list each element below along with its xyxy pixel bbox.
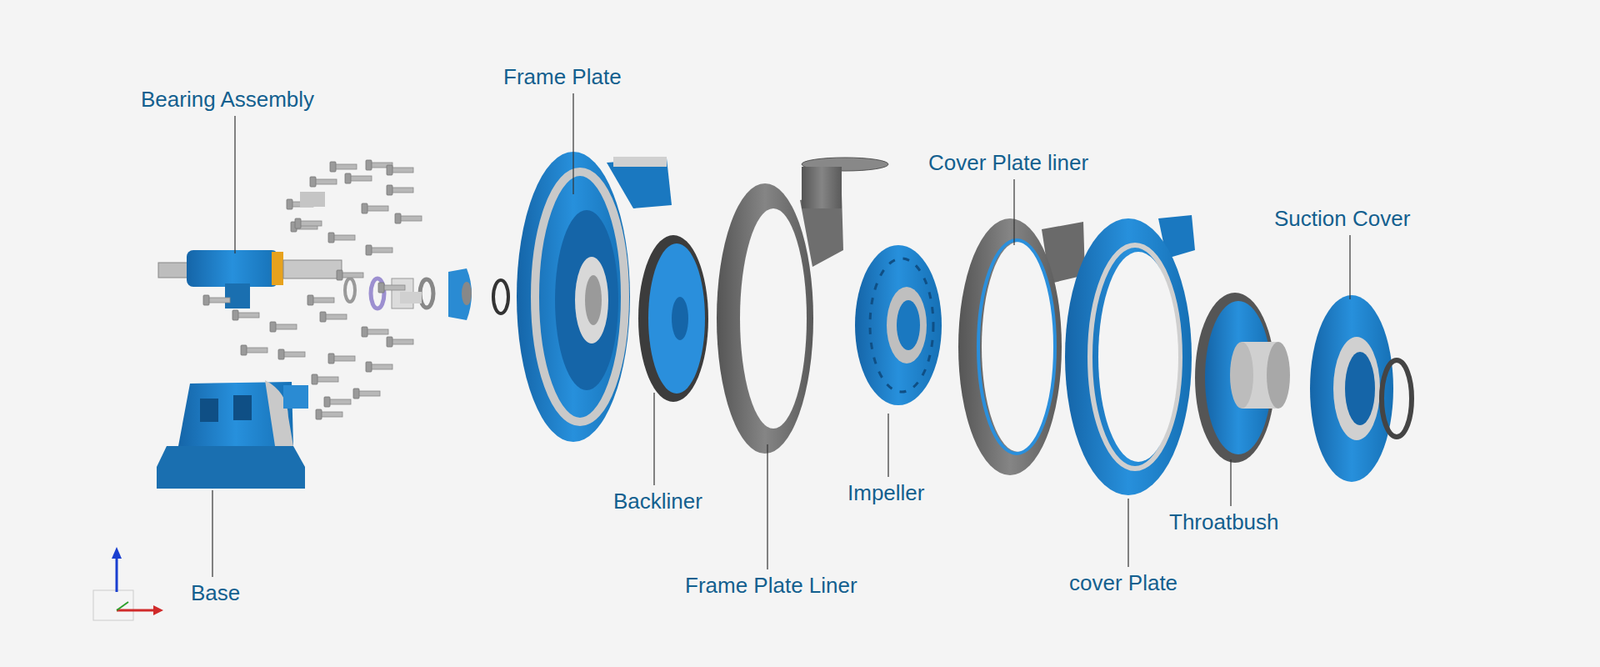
part-label: Frame Plate xyxy=(503,64,622,90)
bearing-assembly-part xyxy=(158,250,509,320)
suction-cover-part xyxy=(1310,295,1412,482)
base-part xyxy=(156,380,309,489)
part-label: cover Plate xyxy=(1069,570,1178,596)
part-label: Frame Plate Liner xyxy=(685,572,858,599)
part-label: Impeller xyxy=(847,480,925,506)
impeller-part xyxy=(855,245,942,405)
backliner-part xyxy=(638,235,709,402)
part-label: Suction Cover xyxy=(1274,205,1410,232)
leader-lines xyxy=(212,93,1350,577)
throatbush-part xyxy=(1195,292,1290,463)
axis-icon xyxy=(93,546,164,620)
part-label: Backliner xyxy=(613,488,703,515)
part-label: Bearing Assembly xyxy=(140,86,315,113)
part-label: Cover Plate liner xyxy=(928,150,1089,176)
part-label: Throatbush xyxy=(1169,509,1280,535)
cover-plate-part xyxy=(1065,215,1195,495)
fasteners xyxy=(203,160,422,420)
part-label: Base xyxy=(190,580,240,606)
